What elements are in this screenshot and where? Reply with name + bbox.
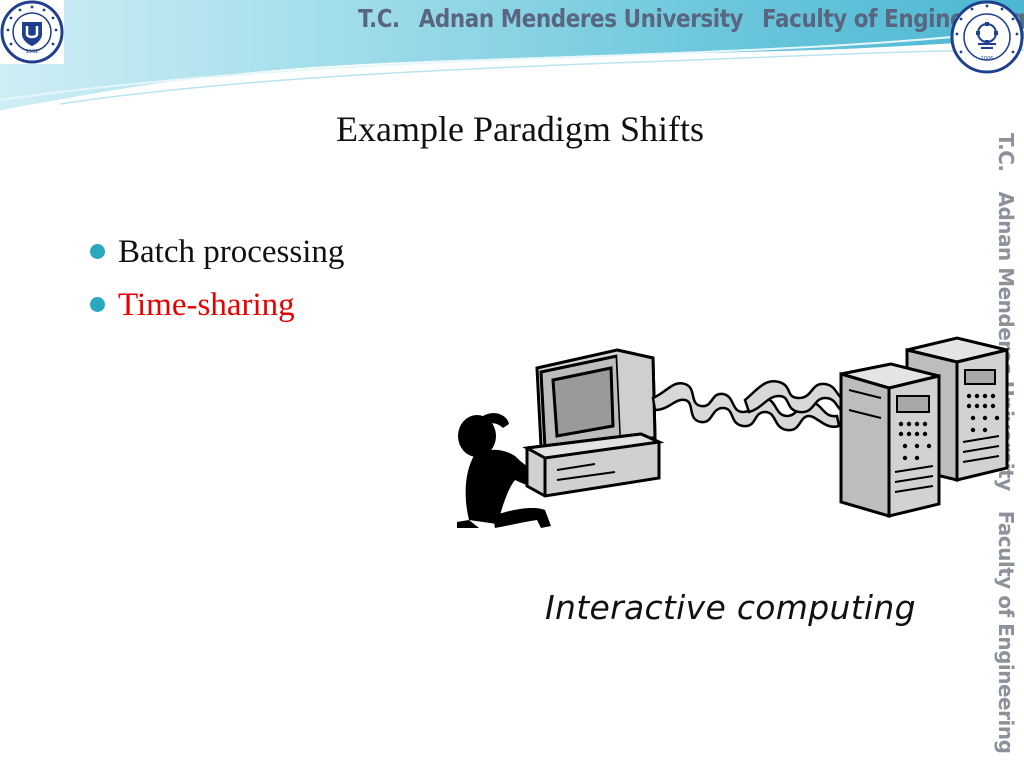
bullet-list: Batch processing Time-sharing <box>88 226 344 332</box>
slide-title: Example Paradigm Shifts <box>0 108 1024 150</box>
bullet-item-highlighted: Time-sharing <box>88 279 344 332</box>
header-tc: T.C. <box>358 4 400 33</box>
bullet-item: Batch processing <box>88 226 344 279</box>
right-logo-year: 2006 <box>981 56 994 62</box>
left-logo-year: 1992 <box>26 49 39 55</box>
header-university: Adnan Menderes University <box>418 4 744 33</box>
bullet-dot-icon <box>90 297 105 312</box>
side-faculty: Faculty of Engineering <box>994 510 1018 754</box>
mainframe-server-icon <box>839 362 941 518</box>
header-wave-band <box>0 0 1024 114</box>
slide-title-text: Example Paradigm Shifts <box>336 109 704 149</box>
person-at-terminal-icon <box>457 413 573 528</box>
terminal-computer-icon <box>522 348 665 498</box>
bullet-dot-icon <box>90 244 105 259</box>
cable-coil-icon <box>651 381 841 432</box>
faculty-seal-logo: 2006 <box>950 0 1024 74</box>
bullet-text: Time-sharing <box>118 287 295 323</box>
illustration-caption: Interactive computing <box>545 588 916 627</box>
university-seal-logo: 1992 <box>0 0 64 64</box>
time-sharing-illustration <box>457 336 1009 528</box>
bullet-text: Batch processing <box>118 234 345 270</box>
